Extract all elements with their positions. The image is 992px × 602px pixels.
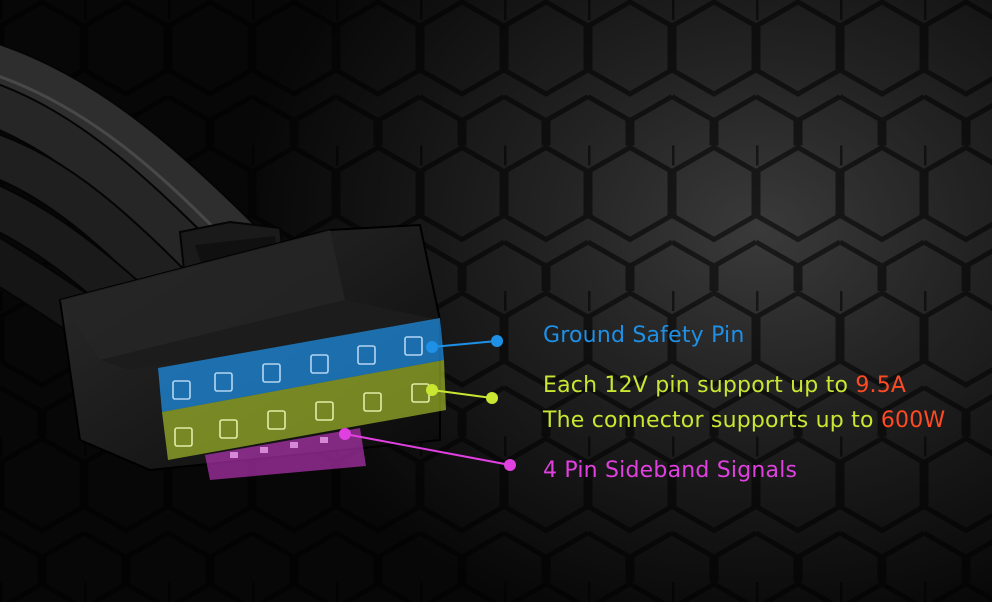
pin-current-text: Each 12V pin support up to [543,373,856,398]
connector-housing [58,220,441,472]
connector-power-value: 600W [880,408,946,433]
power-leader [426,384,498,404]
ground-leader [426,335,503,353]
ground-safety-text: Ground Safety Pin [543,323,745,348]
sideband-text: 4 Pin Sideband Signals [543,458,798,483]
power-pin-row [162,360,446,460]
sideband-label: 4 Pin Sideband Signals [543,456,797,486]
connector-power-label: The connector supports up to 600W [543,406,945,436]
sideband-pin-row [205,428,366,480]
sideband-leader [339,428,516,471]
pin-current-value: 9.5A [855,373,907,398]
pin-current-label: Each 12V pin support up to 9.5A [543,371,906,401]
ground-safety-label: Ground Safety Pin [543,321,745,351]
ground-pin-row [158,318,444,412]
connector-power-text: The connector supports up to [543,408,881,433]
